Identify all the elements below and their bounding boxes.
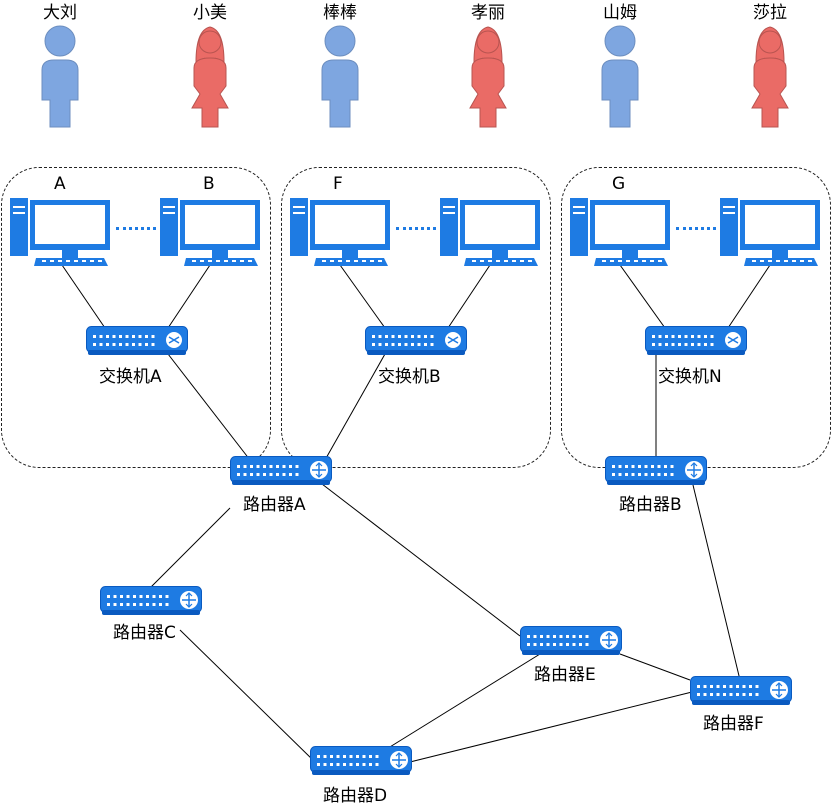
computer-f-icon bbox=[290, 198, 390, 266]
network-group-1 bbox=[1, 167, 271, 468]
computer-a-icon bbox=[10, 198, 110, 266]
switch-a-icon bbox=[86, 326, 188, 355]
pc-ellipsis-2 bbox=[396, 227, 436, 230]
computer-group3-right-icon bbox=[720, 198, 820, 266]
router-c-label: 路由器C bbox=[113, 623, 176, 643]
pc-ellipsis-1 bbox=[116, 227, 156, 230]
router-f-label: 路由器F bbox=[703, 714, 764, 734]
person-name: 山姆 bbox=[603, 3, 637, 23]
person-icon bbox=[41, 25, 79, 128]
router-f-icon bbox=[690, 676, 792, 705]
person-name: 莎拉 bbox=[753, 3, 787, 23]
link-router-d-router-f bbox=[409, 691, 693, 763]
router-a-label: 路由器A bbox=[243, 495, 306, 515]
link-router-e-router-f bbox=[619, 653, 691, 681]
link-router-e-router-d bbox=[384, 653, 541, 751]
person-name: 小美 bbox=[193, 3, 227, 23]
router-b-icon bbox=[605, 456, 707, 485]
switch-n-label: 交换机N bbox=[658, 367, 722, 387]
link-router-b-router-f bbox=[692, 484, 741, 681]
switch-a-label: 交换机A bbox=[99, 367, 162, 387]
person-icon bbox=[321, 25, 359, 128]
pc-label-g: G bbox=[612, 174, 626, 194]
link-router-c-router-d bbox=[179, 629, 316, 763]
person-name: 孝丽 bbox=[471, 3, 505, 23]
person-name: 大刘 bbox=[43, 3, 77, 23]
pc-label-b: B bbox=[203, 174, 215, 194]
link-pc-a-switch-a bbox=[61, 264, 106, 329]
switch-b-icon bbox=[365, 326, 467, 355]
link-switch-b-router-a bbox=[324, 353, 386, 461]
router-d-icon bbox=[310, 746, 412, 775]
person-name: 棒棒 bbox=[323, 3, 357, 23]
router-e-label: 路由器E bbox=[534, 665, 596, 685]
link-pc-right2-switch-b bbox=[447, 264, 491, 329]
pc-ellipsis-3 bbox=[676, 227, 716, 230]
router-e-icon bbox=[520, 626, 622, 655]
person-icon bbox=[191, 26, 229, 128]
link-pc-b-switch-a bbox=[167, 264, 211, 329]
computer-b-icon bbox=[160, 198, 260, 266]
person-icon bbox=[601, 25, 639, 128]
router-c-icon bbox=[100, 586, 202, 615]
person-icon bbox=[469, 26, 507, 128]
router-d-label: 路由器D bbox=[323, 786, 388, 806]
person-icon bbox=[751, 26, 789, 128]
link-pc-right3-switch-n bbox=[727, 264, 771, 329]
router-b-label: 路由器B bbox=[619, 495, 682, 515]
pc-label-f: F bbox=[333, 174, 343, 194]
link-router-a-router-c bbox=[149, 507, 231, 589]
link-pc-g-switch-n bbox=[619, 264, 666, 329]
switch-b-label: 交换机B bbox=[378, 367, 441, 387]
link-pc-f-switch-b bbox=[339, 264, 386, 329]
router-a-icon bbox=[230, 456, 332, 485]
network-group-2 bbox=[281, 167, 551, 468]
computer-group2-right-icon bbox=[440, 198, 540, 266]
switch-n-icon bbox=[645, 326, 747, 355]
computer-g-icon bbox=[570, 198, 670, 266]
link-router-a-router-e bbox=[321, 483, 521, 637]
pc-label-a: A bbox=[54, 174, 66, 194]
